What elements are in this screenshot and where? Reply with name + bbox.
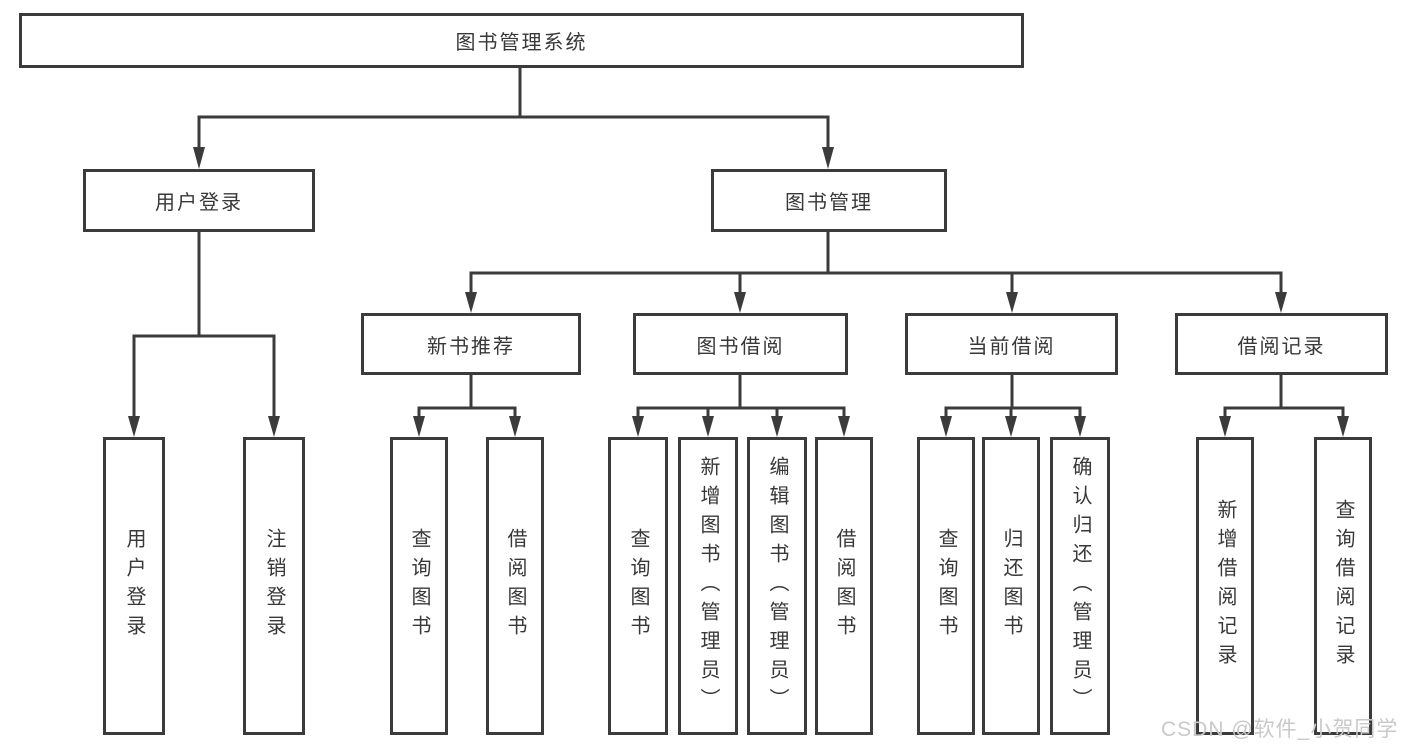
leaf-add-book-admin: 新增图书（管理员） xyxy=(678,437,738,735)
connector-book-management-to-level3 xyxy=(465,229,1287,313)
connector-book-borrow-to-children xyxy=(632,373,850,437)
leaf-borrow-books: 借阅图书 xyxy=(815,437,873,735)
leaf-add-borrow-record: 新增借阅记录 xyxy=(1196,437,1254,735)
node-book-management: 图书管理 xyxy=(711,169,947,232)
connector-current-borrow-to-children xyxy=(940,373,1086,437)
leaf-confirm-return-admin: 确认归还（管理员） xyxy=(1050,437,1110,735)
leaf-query-books-current: 查询图书 xyxy=(917,437,975,735)
leaf-edit-book-admin: 编辑图书（管理员） xyxy=(747,437,807,735)
connector-borrow-records-to-children xyxy=(1219,373,1349,437)
leaf-user-login: 用户登录 xyxy=(103,437,165,735)
watermark: CSDN @软件_小贺同学 xyxy=(1161,718,1399,741)
leaf-query-books-recommend: 查询图书 xyxy=(390,437,448,735)
node-current-borrow: 当前借阅 xyxy=(905,313,1118,375)
connector-user-login-to-children xyxy=(128,229,280,437)
node-borrow-records: 借阅记录 xyxy=(1175,313,1388,375)
leaf-borrow-books-recommend: 借阅图书 xyxy=(486,437,544,735)
connector-new-book-recommend-to-children xyxy=(413,373,521,437)
node-root: 图书管理系统 xyxy=(19,13,1024,68)
node-new-book-recommend: 新书推荐 xyxy=(361,313,581,375)
node-user-login: 用户登录 xyxy=(83,169,315,232)
leaf-logout: 注销登录 xyxy=(243,437,305,735)
leaf-query-borrow-record: 查询借阅记录 xyxy=(1314,437,1372,735)
leaf-query-books-borrow: 查询图书 xyxy=(608,437,668,735)
leaf-return-books: 归还图书 xyxy=(982,437,1040,735)
node-book-borrow: 图书借阅 xyxy=(633,313,848,375)
connector-root-to-level2 xyxy=(193,66,834,169)
